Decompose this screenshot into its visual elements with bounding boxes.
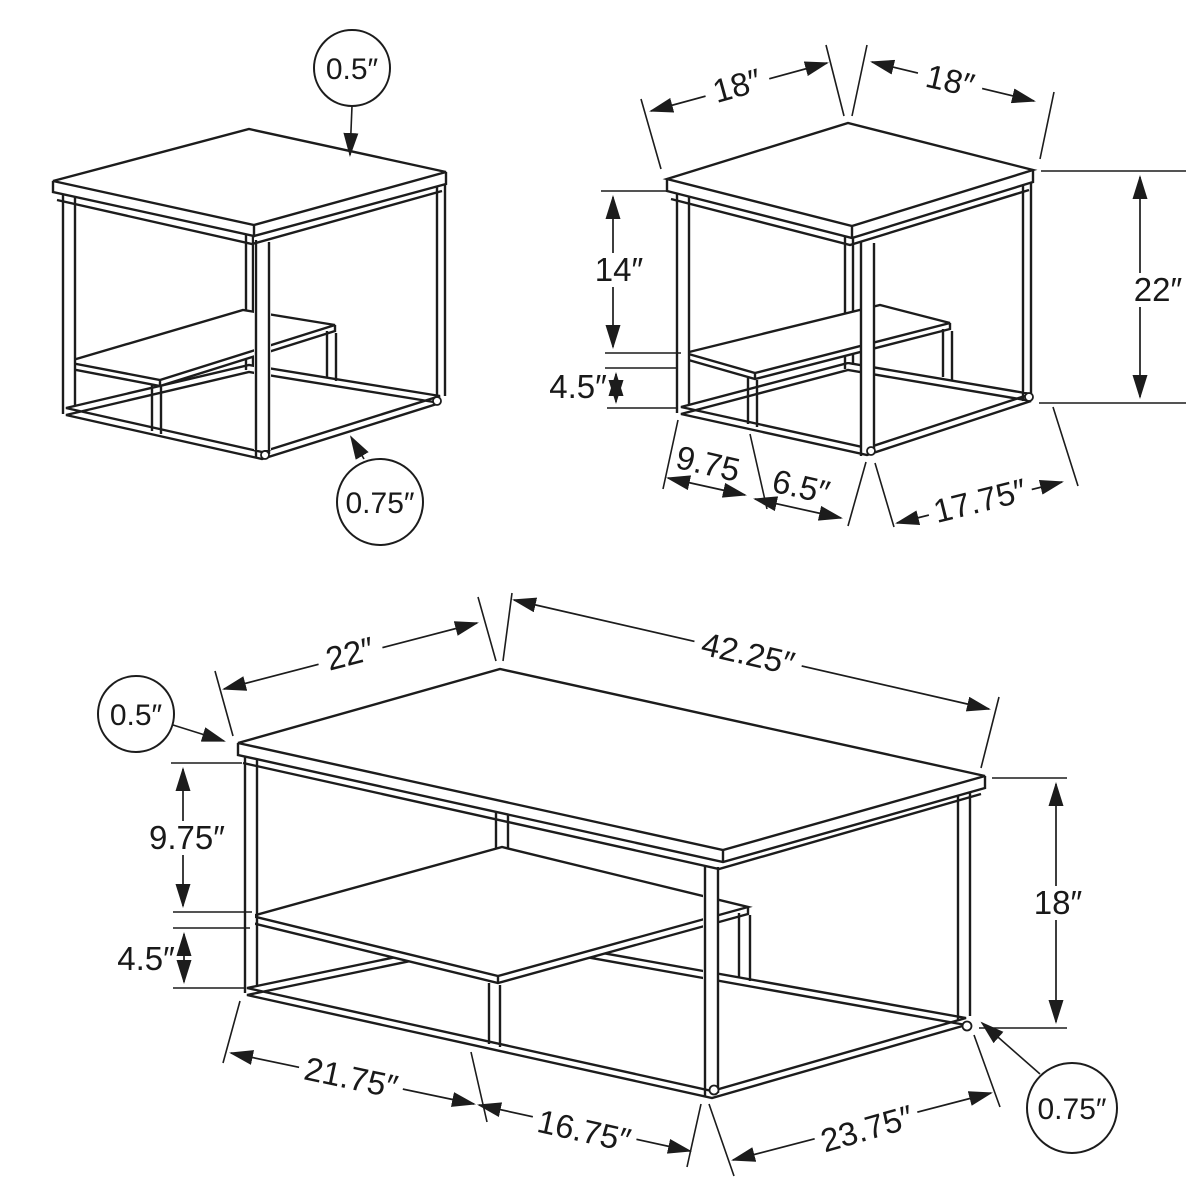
tabletop-fill <box>238 669 985 862</box>
dim-label: 17.75″ <box>930 471 1031 530</box>
tabletop-edges <box>662 121 1038 247</box>
front-foot-bolt <box>260 450 270 460</box>
tabletop-fill <box>53 129 446 236</box>
extension-line <box>601 190 681 354</box>
callout-leader-line <box>172 724 226 742</box>
extension-line <box>214 596 497 737</box>
end-table-dimensioned-figure: 18″ 18″ 14″ 4.5″ 22″ 9.75 <box>549 44 1191 531</box>
dim-label: 4.5″ <box>117 940 175 977</box>
callout-leader-line <box>349 435 369 460</box>
dimension-line <box>666 475 747 498</box>
dim-label: 16.75″ <box>534 1102 634 1159</box>
dim-shelf-clearance: 4.5″ <box>549 367 678 409</box>
dim-label: 14″ <box>595 251 644 288</box>
tabletop-edges <box>51 127 448 246</box>
callout-circle <box>336 458 424 546</box>
extension-line <box>847 461 867 527</box>
dim-base-depth: 17.75″ <box>874 406 1079 531</box>
front-leg-mask <box>254 238 271 450</box>
callout-top-thickness: 0.5″ <box>313 29 391 157</box>
dim-label: 23.75″ <box>816 1098 917 1160</box>
extension-line <box>979 777 1067 1029</box>
right-leg-mask <box>956 790 970 1008</box>
callout-label: 0.5″ <box>326 53 379 86</box>
extension-line <box>708 1034 1001 1177</box>
dimension-line <box>753 496 843 521</box>
dim-label: 18″ <box>922 57 978 104</box>
dim-label: 4.5″ <box>549 368 607 405</box>
callout-top-thickness: 0.5″ <box>97 675 226 753</box>
dim-label: 42.25″ <box>698 625 798 682</box>
right-foot-bolt <box>432 396 442 406</box>
front-foot-bolt <box>708 1084 720 1096</box>
dim-top-to-shelf: 9.75″ <box>142 762 252 913</box>
shelf-support-legs <box>746 329 954 427</box>
back-leg-mask <box>843 136 854 362</box>
corner-legs <box>243 757 972 1097</box>
tabletop-fill <box>667 123 1033 238</box>
extension-line <box>874 406 1079 528</box>
callout-frame-thickness: 0.75″ <box>980 1021 1118 1154</box>
extension-line <box>686 1103 702 1168</box>
dim-label: 22″ <box>1134 271 1183 308</box>
callout-leader-line <box>343 105 359 157</box>
dim-shelf-clearance: 4.5″ <box>117 927 250 989</box>
callout-circle <box>97 675 175 753</box>
shelf-support-legs <box>487 913 752 1047</box>
callout-label: 0.5″ <box>110 699 163 732</box>
dim-top-to-shelf: 14″ <box>586 190 681 354</box>
callout-label: 0.75″ <box>1037 1093 1106 1126</box>
callout-circle <box>1026 1062 1118 1154</box>
shelf-fill <box>685 305 950 379</box>
shelf-support-legs <box>150 331 338 434</box>
extension-line <box>1039 170 1186 404</box>
front-leg-mask <box>862 240 875 450</box>
dim-height: 22″ <box>1039 170 1191 404</box>
back-leg-mask <box>244 140 255 362</box>
dim-label: 18″ <box>709 61 766 110</box>
extension-line <box>171 762 252 913</box>
dim-base-mid: 16.75″ <box>477 1102 702 1168</box>
tabletop-edges <box>236 667 987 871</box>
dim-height: 18″ <box>979 777 1091 1029</box>
right-leg-mask <box>1024 182 1032 392</box>
dim-label: 21.75″ <box>301 1050 401 1106</box>
dim-shelf-depth: 9.75 <box>662 419 768 510</box>
extension-line <box>640 44 845 170</box>
end-table-plain-figure: 0.5″ 0.75″ <box>51 29 450 546</box>
dim-label: 22″ <box>322 629 378 677</box>
extension-line <box>605 367 678 409</box>
right-foot-bolt <box>1024 392 1034 402</box>
front-foot-bolt <box>866 446 876 456</box>
left-leg-mask <box>679 192 690 402</box>
callout-leader-line <box>980 1021 1041 1075</box>
corner-legs <box>675 181 1033 456</box>
callout-frame-thickness: 0.75″ <box>336 435 424 546</box>
front-leg-mask <box>703 864 718 1086</box>
callout-label: 0.75″ <box>345 487 414 520</box>
left-leg-mask <box>61 192 76 405</box>
dim-shelf-gap: 6.5″ <box>753 461 867 527</box>
dim-label: 9.75″ <box>149 819 225 856</box>
right-foot-bolt <box>961 1020 973 1032</box>
extension-line <box>851 44 1055 160</box>
extension-line <box>502 592 1000 769</box>
bottom-frame-ring <box>680 361 1032 457</box>
corner-legs <box>61 183 447 457</box>
shelf-fill <box>252 847 748 983</box>
coffee-table-figure: 0.5″ 0.75″ 22″ 42.25″ 9.75″ <box>97 592 1118 1177</box>
extension-line <box>173 927 250 989</box>
callout-circle <box>313 29 391 107</box>
dim-label: 18″ <box>1034 884 1083 921</box>
